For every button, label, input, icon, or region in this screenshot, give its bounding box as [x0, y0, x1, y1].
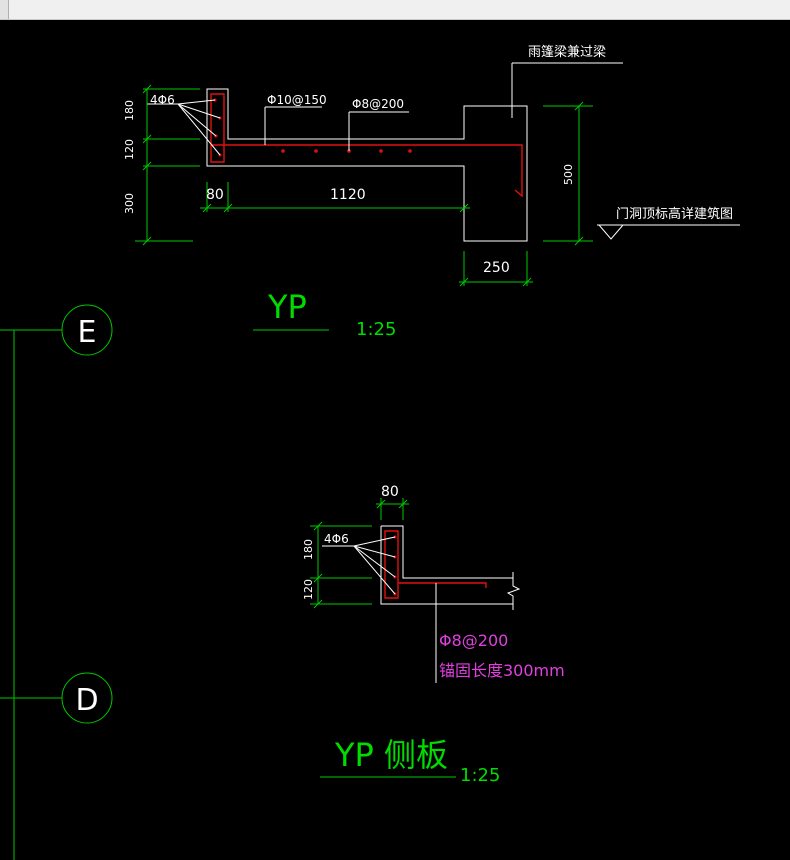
- yp-side-width-dimension: [376, 498, 409, 520]
- yp-side-break-line: [506, 572, 521, 610]
- yp-side-main-bar: [398, 582, 487, 588]
- yp-side-note-anchor: 锚固长度300mm: [439, 661, 565, 680]
- grid-bubble-d[interactable]: [61, 672, 113, 724]
- yp-dim-300: 300: [123, 193, 136, 214]
- door-level-mark: [597, 224, 740, 240]
- yp-rebar-leader-dist: [348, 111, 409, 151]
- yp-section-drawing: 4Φ6 Φ10@150 Φ8@200 雨篷梁兼过梁 门洞顶标高详建筑图: [123, 45, 740, 340]
- yp-rebar-dist-label: Φ8@200: [352, 97, 404, 111]
- yp-dim-250: 250: [483, 260, 510, 276]
- yp-side-dim-120: 120: [302, 579, 315, 600]
- grid-axis-e-label: E: [78, 315, 97, 350]
- yp-beam-label: 雨篷梁兼过梁: [528, 45, 606, 60]
- yp-side-stirrup: [384, 530, 399, 599]
- yp-rebar-top-label: Φ10@150: [267, 93, 327, 107]
- yp-title: YP: [267, 288, 307, 326]
- yp-side-concrete-outline: [380, 525, 513, 605]
- yp-dim-120: 120: [123, 139, 136, 160]
- yp-dim-180: 180: [123, 100, 136, 121]
- yp-dim-500: 500: [562, 164, 575, 185]
- grid-bubble-e[interactable]: [61, 304, 113, 356]
- yp-side-title: YP 侧板: [334, 736, 448, 774]
- door-level-label: 门洞顶标高详建筑图: [616, 206, 733, 222]
- yp-beam-leader: [511, 62, 623, 118]
- yp-dim-1120: 1120: [330, 187, 366, 203]
- yp-side-drawing: 4Φ6 80 180 120 Φ8@200 锚固长度300mm YP 侧板: [302, 484, 565, 786]
- yp-beam-width-dimension: [459, 251, 533, 287]
- yp-side-dim-180: 180: [302, 539, 315, 560]
- yp-side-scale: 1:25: [460, 765, 500, 786]
- yp-scale: 1:25: [356, 319, 396, 340]
- yp-horizontal-dimension-chain: [200, 182, 470, 213]
- yp-side-vertical-dimension: [310, 521, 372, 609]
- yp-side-rebar-label: 4Φ6: [324, 532, 349, 546]
- yp-distribution-bars: [213, 98, 412, 157]
- yp-dim-80: 80: [206, 187, 224, 203]
- grid-axes: E D: [0, 304, 113, 860]
- yp-rebar-leader-4phi6: [147, 99, 221, 156]
- grid-axis-d-label: D: [75, 683, 98, 718]
- yp-side-note-rebar: Φ8@200: [439, 631, 508, 650]
- yp-vertical-dimension-chain: [135, 84, 200, 246]
- yp-main-top-bar: [211, 144, 523, 198]
- yp-upturn-stirrup: [210, 93, 225, 163]
- yp-side-bar-dots: [393, 535, 397, 596]
- yp-beam-height-dimension: [543, 101, 593, 246]
- yp-side-dim-80: 80: [381, 484, 399, 500]
- yp-concrete-outline: [206, 88, 528, 242]
- yp-side-rebar-leader: [322, 536, 396, 595]
- yp-rebar-4phi6-label: 4Φ6: [150, 93, 175, 107]
- yp-rebar-leader-top: [264, 106, 322, 145]
- window-title-bar: [0, 0, 790, 20]
- window-tab[interactable]: [0, 0, 9, 19]
